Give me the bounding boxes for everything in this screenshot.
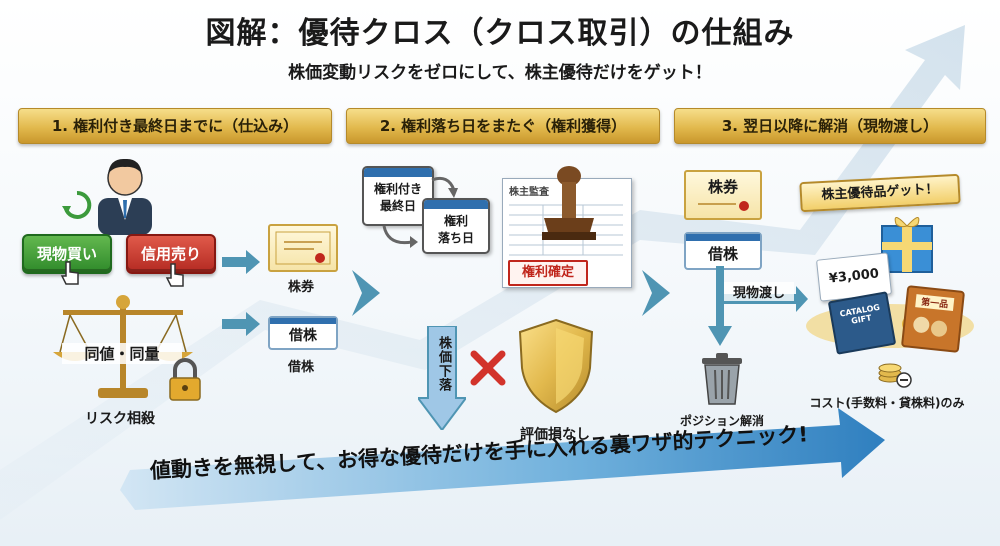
calendar-last-day-line1: 権利付き — [373, 182, 422, 196]
cross-x-icon — [470, 350, 506, 386]
pointer-hand-icon-2 — [165, 263, 184, 287]
chevron-right-icon — [352, 270, 380, 316]
borrowed-stock-card-text: 借株 — [289, 328, 317, 344]
equal-value-label: 同値・同量 — [62, 343, 182, 364]
snack-label: 第一品 — [915, 294, 955, 312]
tagline-arrow-shape — [120, 408, 885, 510]
coins-minus-icon — [878, 363, 912, 388]
borrowed-stock-label: 借株 — [287, 360, 314, 375]
trash-can-icon — [702, 353, 742, 405]
chevron-right-icon-2 — [642, 270, 670, 316]
cost-note-label: コスト(手数料・貸株料)のみ — [809, 396, 965, 410]
document-header: 株主監査 — [509, 187, 549, 198]
recycle-icon — [62, 190, 92, 219]
curved-arrow-icon — [431, 176, 458, 198]
no-loss-label: 評価損なし — [520, 427, 590, 443]
gift-card-value: ¥3,000 — [828, 266, 880, 287]
step1-banner: 1. 権利付き最終日までに（仕込み） — [18, 108, 332, 144]
price-down-arrow-icon — [418, 326, 466, 430]
calendar-ex-day-line2: 落ち日 — [437, 231, 474, 245]
stock-certificate-step3-text: 株券 — [707, 178, 738, 196]
calendar-last-day: 権利付き 最終日 — [362, 166, 434, 226]
delivery-arrows-icon — [708, 266, 808, 346]
calendar-ex-day: 権利 落ち日 — [422, 198, 490, 254]
step2-banner: 2. 権利落ち日をまたぐ（権利獲得） — [346, 108, 660, 144]
stock-certificate-step3: 株券 — [684, 170, 762, 220]
snack-package: 第一品 — [900, 285, 966, 353]
shield-icon — [518, 318, 594, 414]
borrowed-stock-step3-text: 借株 — [707, 245, 738, 263]
borrowed-stock-step3: 借株 — [684, 232, 762, 270]
curved-arrow-icon-2 — [382, 225, 418, 248]
stock-certificate-icon — [268, 224, 338, 272]
page-subtitle: 株価変動リスクをゼロにして、株主優待だけをゲット！ — [288, 63, 712, 83]
calendar-last-day-line2: 最終日 — [379, 199, 416, 213]
borrowed-stock-card: 借株 — [268, 316, 338, 350]
position-close-label: ポジション解消 — [679, 414, 764, 428]
arrow-right-icon — [222, 250, 260, 274]
step3-banner: 3. 翌日以降に解消（現物渡し） — [674, 108, 986, 144]
businessman-icon — [98, 158, 152, 235]
calendar-ex-day-line1: 権利 — [443, 214, 468, 228]
risk-offset-label: リスク相殺 — [85, 411, 155, 427]
delivery-label: 現物渡し — [724, 282, 794, 301]
stock-certificate-label: 株券 — [287, 280, 314, 295]
pointer-hand-icon — [60, 261, 79, 285]
padlock-icon — [169, 358, 201, 401]
price-drop-label: 株価下落 — [436, 336, 451, 392]
page-title: 図解：優待クロス（クロス取引）の仕組み — [205, 16, 795, 51]
arrow-right-icon-2 — [222, 312, 260, 336]
catalog-gift-book: CATALOG GIFT — [827, 291, 897, 355]
rubber-stamp-icon — [542, 166, 596, 240]
rights-confirmed-stamp: 権利確定 — [508, 260, 588, 286]
